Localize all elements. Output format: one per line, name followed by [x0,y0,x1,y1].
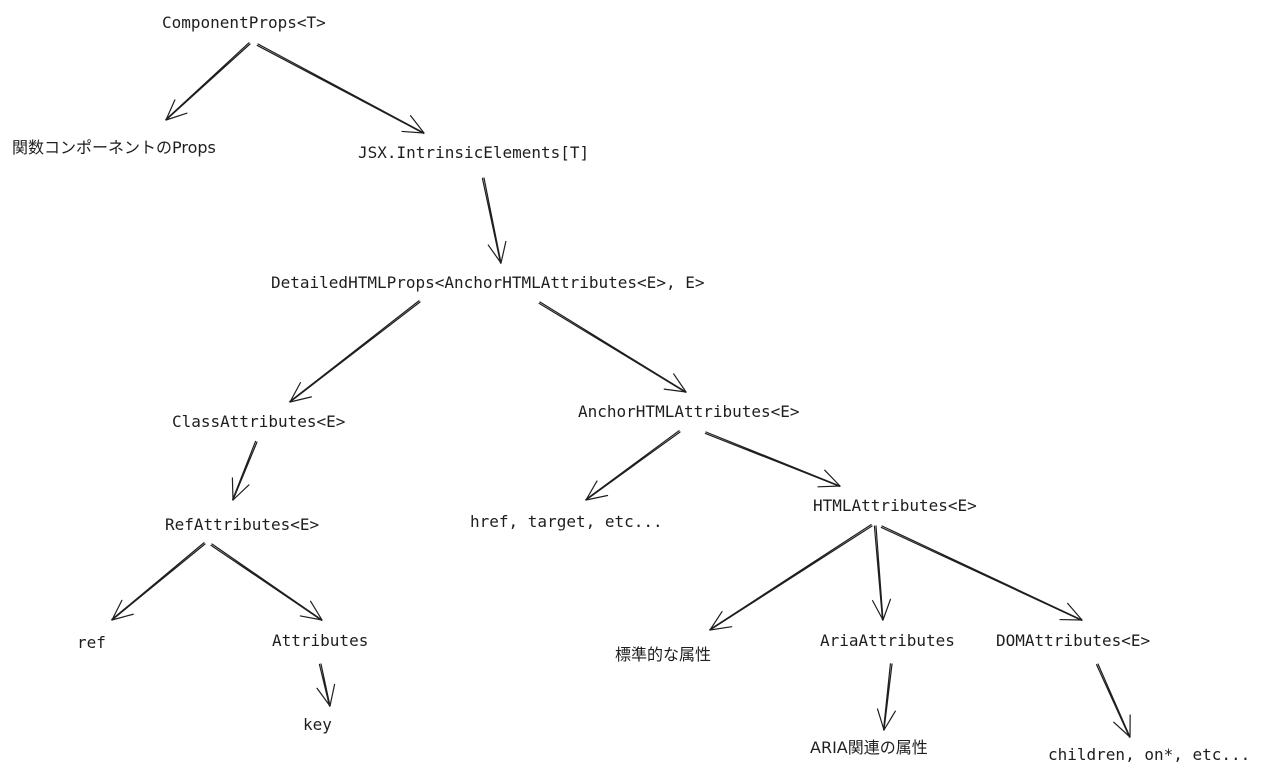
edge-aria-to-aria-related-shaft [882,663,893,731]
edge-detailed-to-class-attributes-shaft [289,300,421,403]
edge-aria-to-aria-related-arrowhead [876,708,896,731]
node-detailed-html-props: DetailedHTMLProps<AnchorHTMLAttributes<E… [271,273,704,292]
node-attributes: Attributes [272,631,368,650]
edge-anchor-to-href-target-shaft [585,430,681,501]
edge-component-props-to-function-props [165,42,251,121]
edge-html-to-standard-attributes-shaft [709,524,873,631]
edge-ref-to-ref [111,542,206,621]
edge-anchor-to-href-target [585,430,681,501]
edge-html-to-dom-attributes [880,525,1083,622]
edge-class-to-ref-attributes [231,440,258,501]
edge-detailed-to-anchor-html-attributes-shaft [538,301,687,394]
node-jsx-intrinsic-elements: JSX.IntrinsicElements[T] [358,143,589,162]
edge-class-to-ref-attributes-shaft [231,440,258,501]
edge-attributes-to-key-arrowhead [316,683,336,707]
edge-component-props-to-function-props-shaft [165,42,251,121]
edge-detailed-to-class-attributes [289,300,421,403]
edge-html-to-dom-attributes-arrowhead [1059,602,1083,621]
node-standard-attributes: 標準的な属性 [615,645,711,664]
edge-dom-to-children-on-arrowhead [1113,714,1131,738]
node-class-attributes: ClassAttributes<E> [172,412,345,431]
edge-jsx-intrinsic-to-detailed-html-props [481,177,507,264]
node-dom-attributes: DOMAttributes<E> [996,631,1150,650]
edge-ref-to-attributes-shaft [210,543,323,621]
edge-attributes-to-key [316,663,336,707]
node-function-component-props: 関数コンポーネントのProps [12,138,216,157]
edge-component-props-to-jsx-intrinsic-arrowhead [401,115,425,134]
edge-html-to-aria-attributes [871,525,892,621]
edge-html-to-aria-attributes-shaft [873,525,884,621]
node-aria-related-attributes: ARIA関連の属性 [810,738,928,757]
edge-html-to-standard-attributes [709,524,873,631]
edge-jsx-intrinsic-to-detailed-html-props-arrowhead [487,240,507,264]
edge-jsx-intrinsic-to-detailed-html-props-shaft [481,177,502,264]
edge-html-to-dom-attributes-shaft [880,525,1083,622]
edge-ref-to-attributes-arrowhead [299,600,323,621]
edge-component-props-to-jsx-intrinsic-shaft [256,43,425,135]
node-href-target-etc: href, target, etc... [470,512,663,531]
node-ref: ref [77,633,106,652]
node-labels: ComponentProps<T> 関数コンポーネントのProps JSX.In… [12,13,1250,764]
edge-component-props-to-jsx-intrinsic [256,43,425,135]
edge-anchor-to-html-attributes-arrowhead [817,469,841,488]
edge-ref-to-ref-shaft [111,542,206,621]
edge-detailed-to-class-attributes-arrowhead [289,382,312,403]
edge-aria-to-aria-related [876,663,896,731]
edge-anchor-to-html-attributes [704,431,841,488]
edge-detailed-to-anchor-html-attributes-arrowhead [663,373,687,393]
edge-ref-to-ref-arrowhead [111,599,134,621]
edge-anchor-to-href-target-arrowhead [585,480,609,501]
edge-component-props-to-function-props-arrowhead [165,99,188,121]
node-key: key [303,715,332,734]
node-aria-attributes: AriaAttributes [820,631,955,650]
edge-ref-to-attributes [210,543,323,621]
node-children-on-etc: children, on*, etc... [1048,745,1250,764]
edges [111,42,1131,738]
node-html-attributes: HTMLAttributes<E> [813,496,977,515]
edge-dom-to-children-on-shaft [1095,663,1131,738]
edge-html-to-aria-attributes-arrowhead [871,598,892,621]
node-ref-attributes: RefAttributes<E> [165,515,319,534]
node-anchor-html-attributes: AnchorHTMLAttributes<E> [578,402,800,421]
edge-class-to-ref-attributes-arrowhead [231,477,250,501]
edge-html-to-standard-attributes-arrowhead [709,610,733,631]
edge-attributes-to-key-shaft [318,663,331,707]
node-component-props: ComponentProps<T> [162,13,326,32]
edge-anchor-to-html-attributes-shaft [704,431,841,488]
edge-detailed-to-anchor-html-attributes [538,301,687,394]
edge-dom-to-children-on [1095,663,1131,738]
